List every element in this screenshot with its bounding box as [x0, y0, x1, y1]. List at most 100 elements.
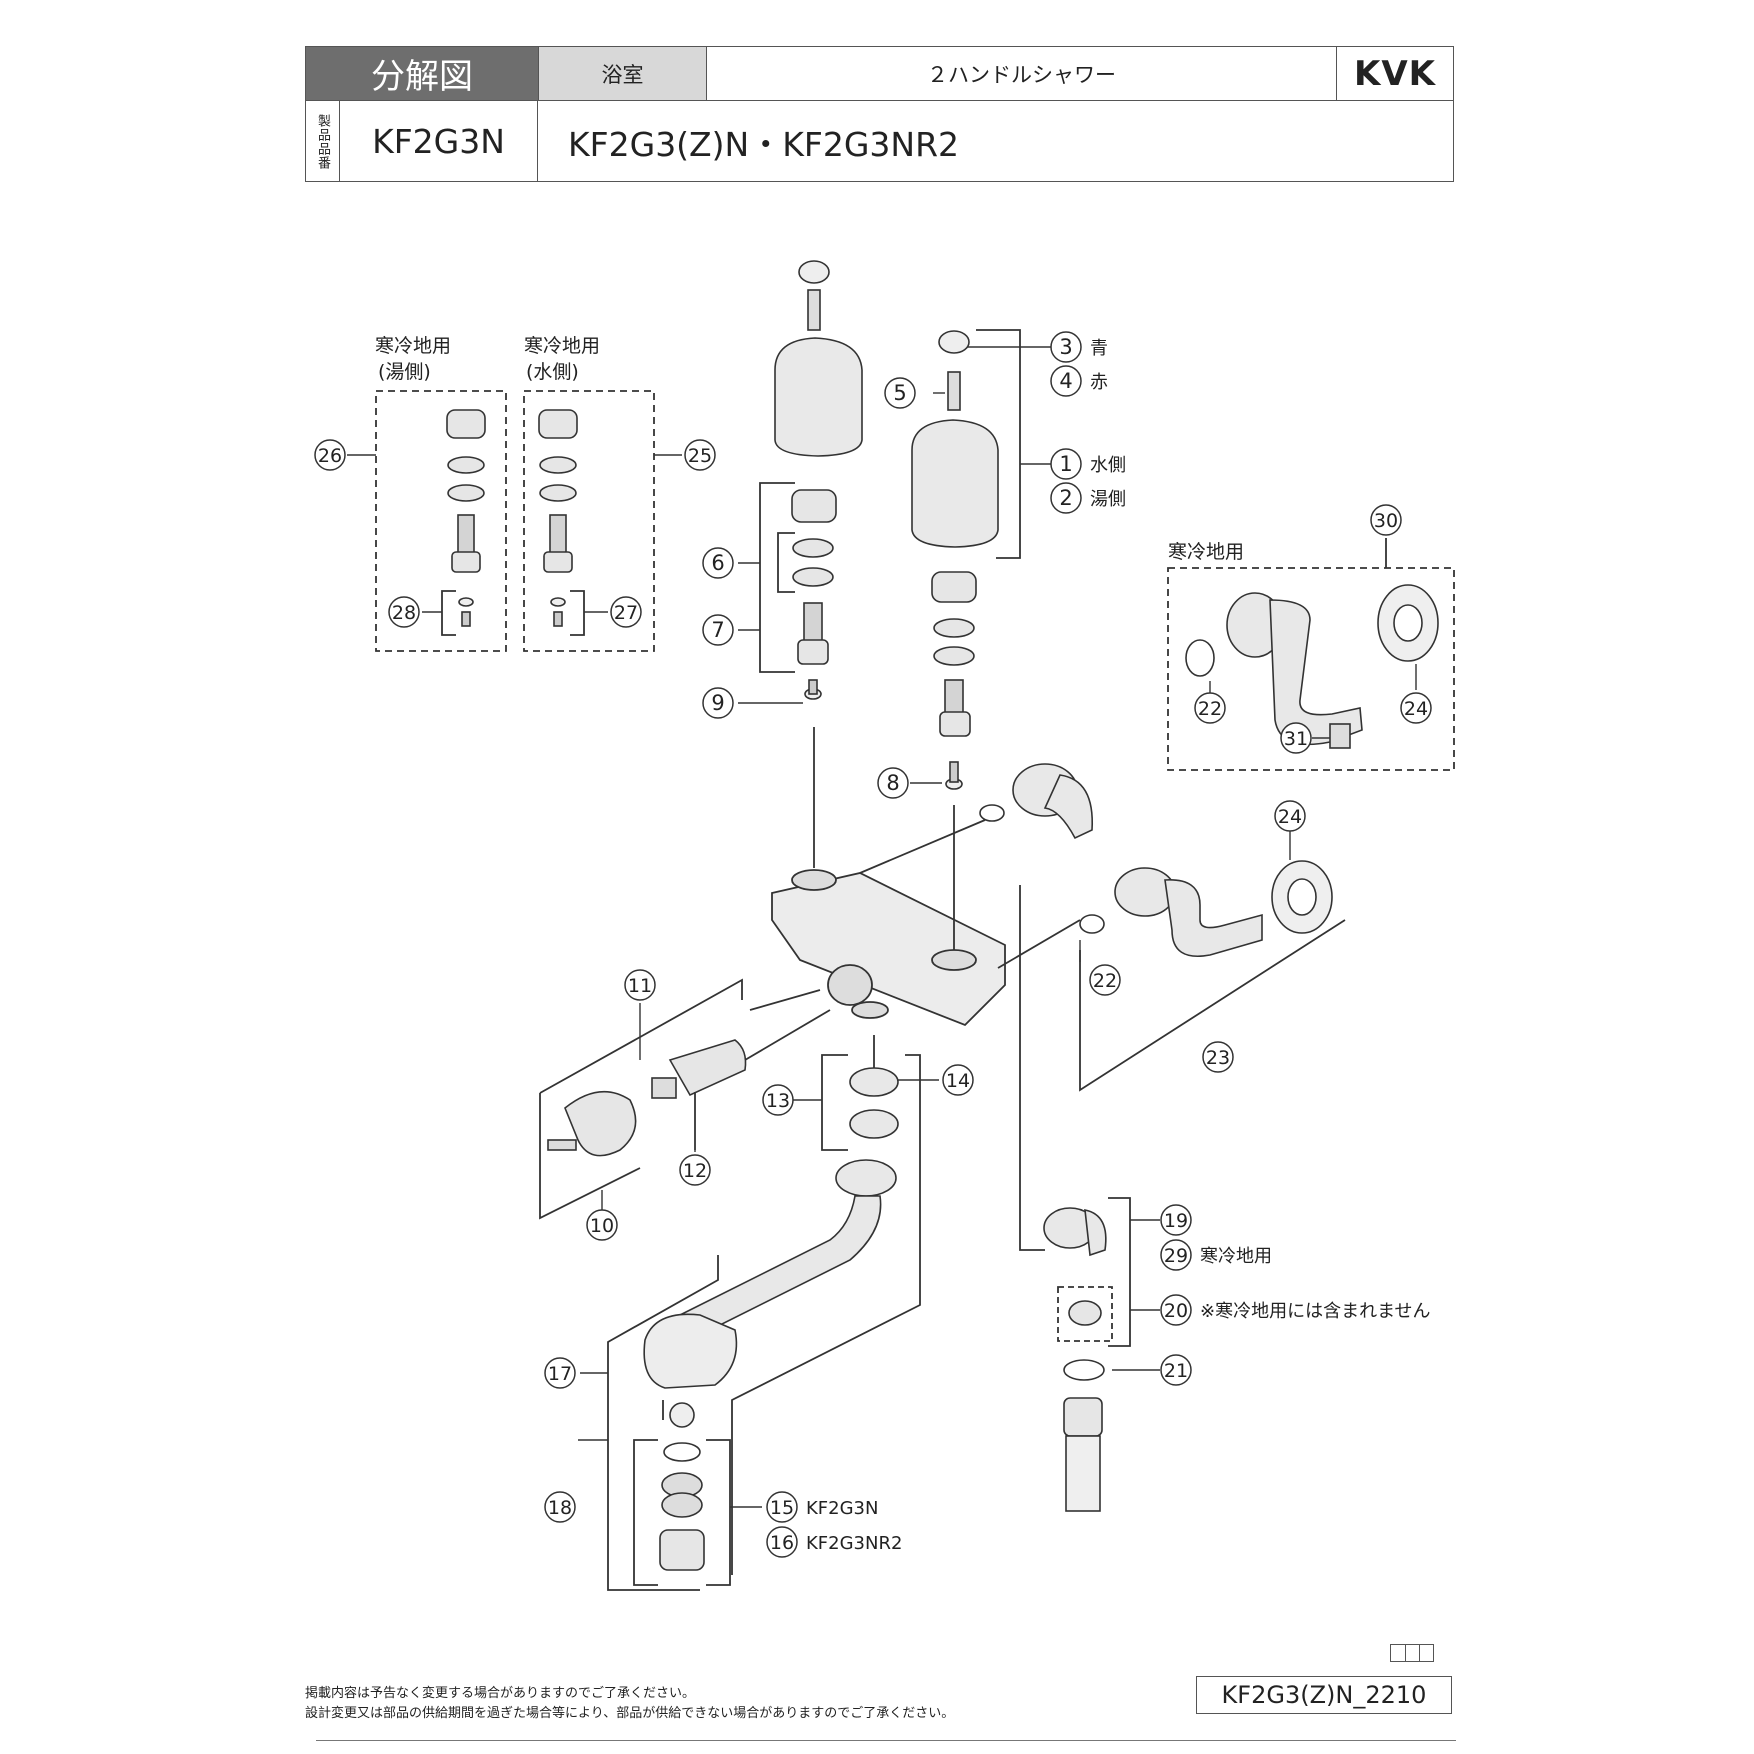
callout-number-21: 21 [1164, 1360, 1188, 1382]
room-category: 浴室 [538, 47, 706, 100]
callout-circle-9 [702, 687, 734, 719]
cold-region-elbow-parts [1185, 584, 1439, 749]
callout-circle-8 [877, 767, 909, 799]
callout-circle-16 [766, 1526, 798, 1558]
callout-number-9: 9 [711, 691, 724, 715]
callout-number-10: 10 [590, 1215, 614, 1237]
callout-circle-13 [762, 1084, 794, 1116]
callout-label-3: 青 [1090, 338, 1108, 359]
callout-number-13: 13 [766, 1090, 790, 1112]
callout-label-4: 赤 [1090, 372, 1108, 393]
callout-circle-25 [684, 439, 716, 471]
callout-circle-2 [1050, 482, 1082, 514]
page-title: 分解図 [306, 47, 538, 100]
callout-number-4: 4 [1059, 369, 1072, 393]
callout-circle-22 [1194, 692, 1226, 724]
callout-circle-18 [544, 1491, 576, 1523]
label-cold-region-right: 寒冷地用 [1168, 541, 1244, 563]
label-hot-side: (湯側) [378, 361, 431, 383]
label-cold-side: (水側) [526, 361, 579, 383]
callout-circle-28 [388, 596, 420, 628]
callout-label-16: KF2G3NR2 [806, 1533, 902, 1554]
callout-circle-4 [1050, 365, 1082, 397]
callout-number-22: 22 [1093, 970, 1117, 992]
callout-number-8: 8 [886, 771, 899, 795]
callout-number-14: 14 [946, 1070, 970, 1092]
callout-number-15: 15 [770, 1497, 794, 1519]
callout-circle-26 [314, 439, 346, 471]
connection-fittings [1043, 1207, 1107, 1512]
callout-label-2: 湯側 [1090, 489, 1126, 510]
callout-circle-15 [766, 1491, 798, 1523]
callout-number-24: 24 [1404, 698, 1428, 720]
callout-label-1: 水側 [1090, 455, 1126, 476]
callout-number-3: 3 [1059, 335, 1072, 359]
callout-circle-1 [1050, 448, 1082, 480]
diverter-parts [547, 1039, 747, 1157]
callout-circle-12 [679, 1154, 711, 1186]
callout-number-30: 30 [1374, 510, 1398, 532]
callout-number-17: 17 [548, 1363, 572, 1385]
callout-number-29: 29 [1164, 1245, 1188, 1267]
brand-logo: KVK [1336, 47, 1453, 100]
header-table: 分解図 浴室 ２ハンドルシャワー KVK 製品品番 KF2G3N KF2G3(Z… [305, 46, 1454, 182]
eccentric-pipe-right [1079, 860, 1333, 957]
faucet-body [771, 869, 1006, 1027]
label-cold-region-cold: 寒冷地用 [524, 335, 600, 357]
callout-circle-23 [1202, 1041, 1234, 1073]
callout-circle-5 [884, 377, 916, 409]
stamp-box [1390, 1644, 1434, 1662]
cold-region-hot-box [375, 390, 507, 652]
callout-circle-14 [942, 1064, 974, 1096]
callout-circle-7 [702, 614, 734, 646]
callout-circle-29 [1160, 1239, 1192, 1271]
callout-number-7: 7 [711, 618, 724, 642]
callout-label-29: 寒冷地用 [1200, 1246, 1272, 1267]
callout-circle-19 [1160, 1204, 1192, 1236]
callout-number-18: 18 [548, 1497, 572, 1519]
hot-handle-parts [774, 260, 863, 700]
callout-circle-22 [1089, 964, 1121, 996]
model-number-label: 製品品番 [306, 101, 340, 182]
callout-number-28: 28 [392, 602, 416, 624]
spout [643, 1159, 897, 1389]
cold-region-elbow-box [1167, 567, 1455, 771]
main-model-number: KF2G3N [340, 101, 538, 182]
callout-number-16: 16 [770, 1532, 794, 1554]
callout-number-2: 2 [1059, 486, 1072, 510]
callout-number-24: 24 [1278, 806, 1302, 828]
callout-number-20: 20 [1164, 1300, 1188, 1322]
disclaimer-note-1: 掲載内容は予告なく変更する場合がありますのでご了承ください。 [305, 1686, 696, 1701]
callout-label-15: KF2G3N [806, 1498, 878, 1519]
callout-number-27: 27 [614, 602, 638, 624]
callout-circle-6 [702, 547, 734, 579]
callout-number-22: 22 [1198, 698, 1222, 720]
callout-circle-24 [1274, 800, 1306, 832]
model-row: 製品品番 KF2G3N KF2G3(Z)N・KF2G3NR2 [306, 100, 1453, 182]
product-name: ２ハンドルシャワー [706, 47, 1336, 100]
callout-number-1: 1 [1059, 452, 1072, 476]
callout-number-26: 26 [318, 445, 342, 467]
sub-model-numbers: KF2G3(Z)N・KF2G3NR2 [568, 124, 960, 164]
callout-circle-3 [1050, 331, 1082, 363]
callout-leaders [347, 346, 1417, 1508]
callout-number-6: 6 [711, 551, 724, 575]
callout-circle-17 [544, 1357, 576, 1389]
bottom-rule [316, 1740, 1456, 1741]
cold-handle-parts [911, 330, 999, 790]
callout-number-23: 23 [1206, 1047, 1230, 1069]
callout-circle-31 [1280, 722, 1312, 754]
callout-number-5: 5 [893, 381, 906, 405]
strainer-dashed-box [1057, 1286, 1113, 1342]
callout-number-25: 25 [688, 445, 712, 467]
aerator-parts [659, 1402, 705, 1571]
cold-side-cold-cartridge-parts [538, 409, 578, 627]
cold-region-cold-box [523, 390, 655, 652]
callout-circle-10 [586, 1209, 618, 1241]
callout-number-11: 11 [628, 975, 652, 997]
packing-parts [849, 1067, 899, 1139]
callout-number-12: 12 [683, 1160, 707, 1182]
callout-number-31: 31 [1284, 728, 1308, 750]
label-cold-region-hot: 寒冷地用 [375, 335, 451, 357]
